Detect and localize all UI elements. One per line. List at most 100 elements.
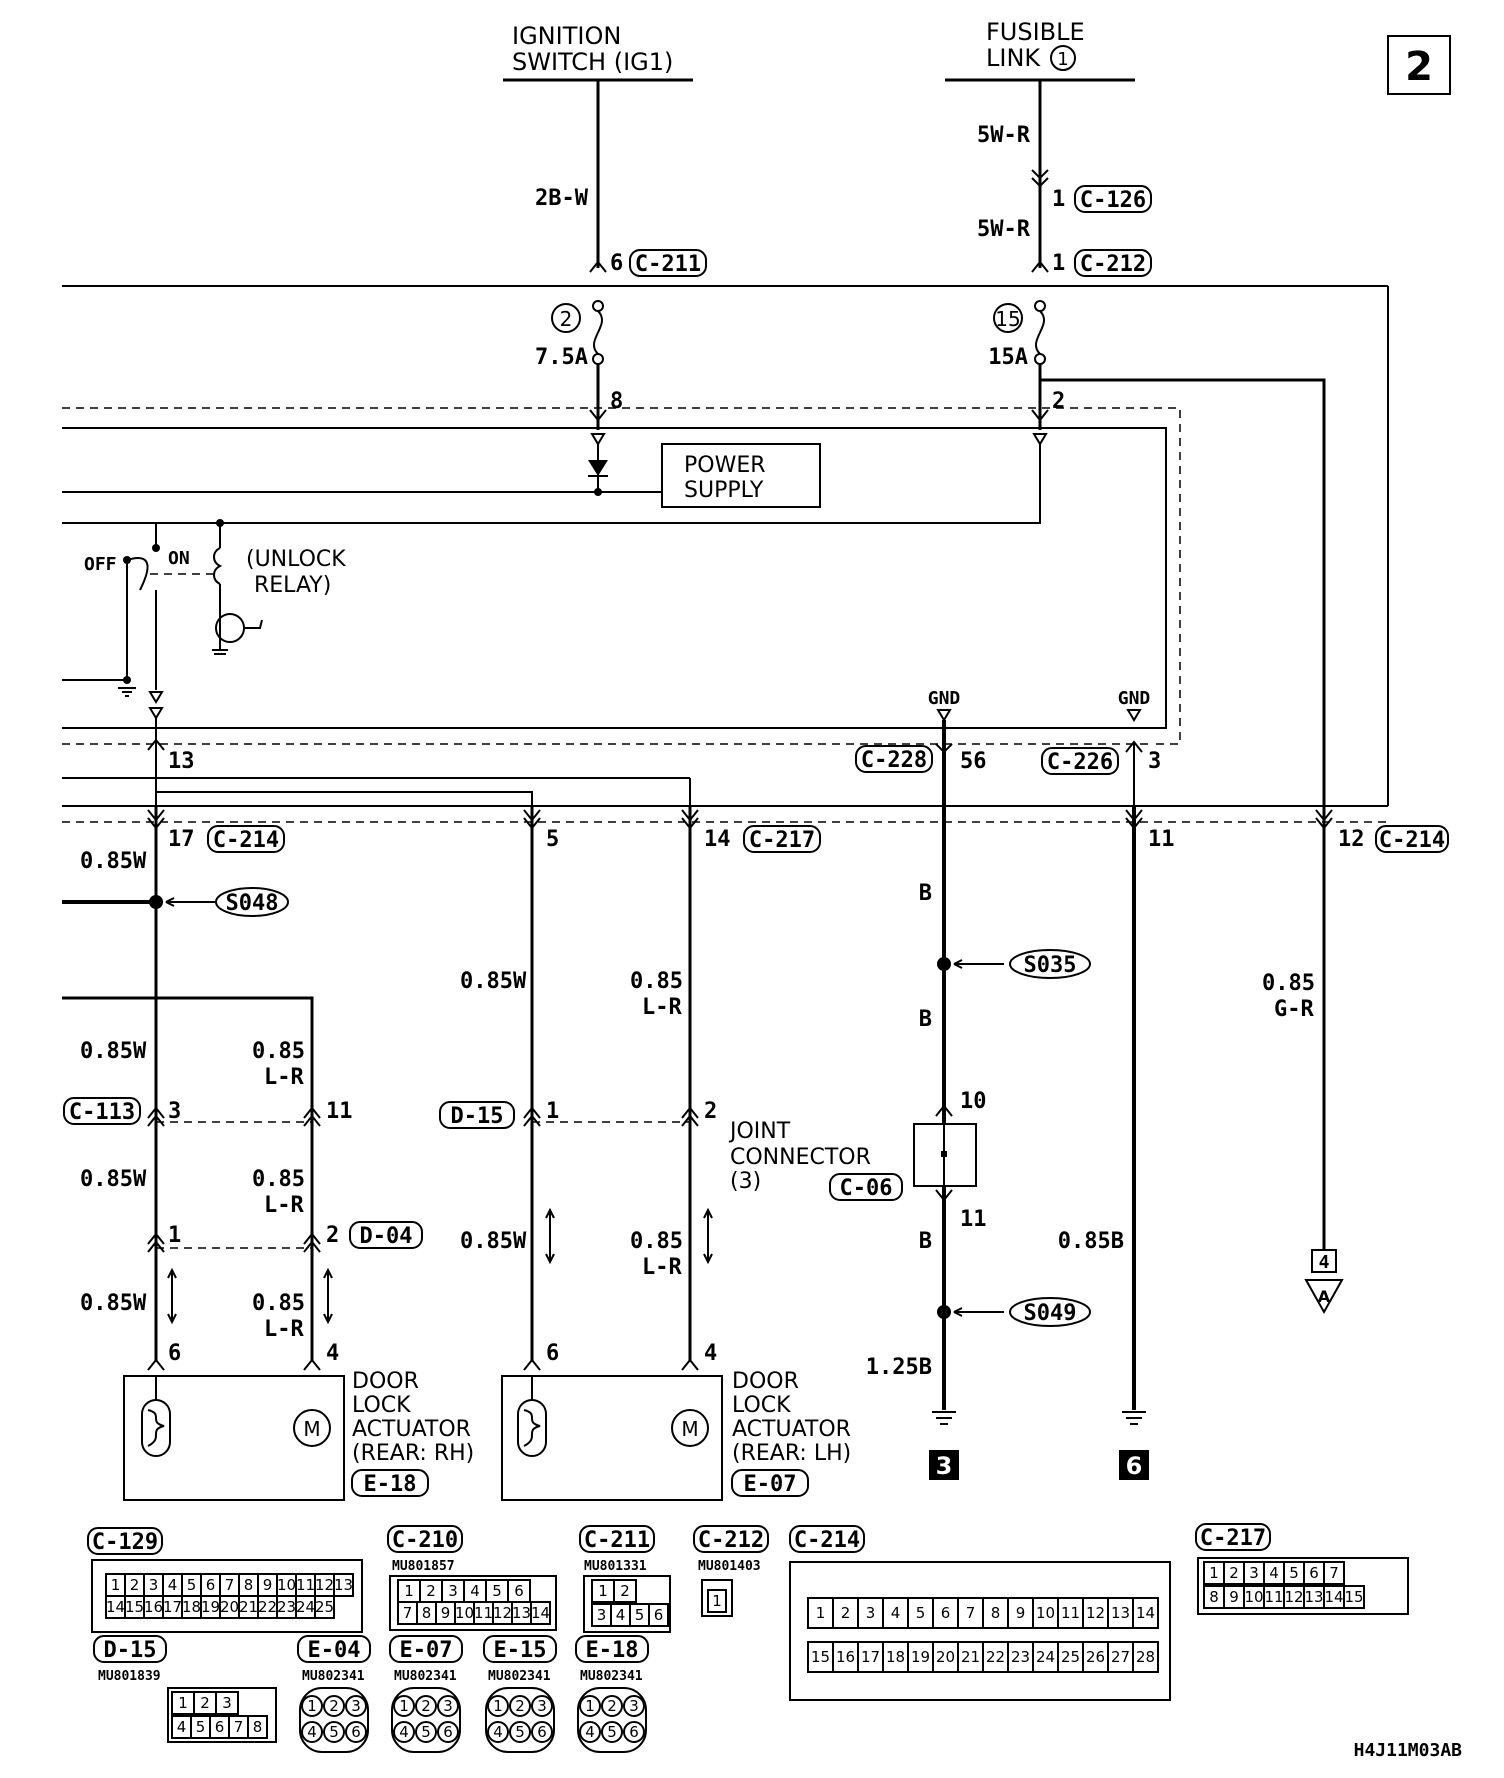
actuator-lh-label-4: (REAR: LH) — [732, 1441, 851, 1466]
c210-pin-10: 10 — [455, 1604, 474, 1622]
e07-pin-circle — [393, 1721, 415, 1743]
e04-pin-6: 6 — [351, 1723, 361, 1741]
power-supply-label-1: POWER — [684, 453, 766, 478]
c214-pin-14: 14 — [1136, 1604, 1155, 1622]
e04-pin-circle — [323, 1695, 345, 1717]
d15-pin-7: 7 — [234, 1718, 244, 1736]
ecu-inner-line — [62, 427, 1167, 729]
wire-label-b-2: B — [919, 1007, 932, 1032]
conn-c214-face-label: C-214 — [794, 1528, 860, 1553]
c214-pin-19: 19 — [911, 1648, 930, 1666]
pin-6-e07: 6 — [546, 1341, 559, 1366]
c217-pin-3: 3 — [1249, 1564, 1259, 1582]
c210-pin-4: 4 — [470, 1582, 480, 1600]
e04-pin-2: 2 — [329, 1697, 339, 1715]
c211-pin-3: 3 — [597, 1606, 607, 1624]
c129-pin-6: 6 — [206, 1576, 216, 1594]
c211-pin-cell — [613, 1579, 637, 1603]
gnd-label-2: GND — [1118, 688, 1151, 709]
conn-c214-label-2: C-214 — [1379, 828, 1445, 853]
power-supply-box — [661, 443, 821, 508]
e15-pin-circle — [531, 1721, 553, 1743]
conn-c212-face-label: C-212 — [698, 1528, 764, 1553]
e04-pin-4: 4 — [307, 1723, 317, 1741]
c217-pin-8: 8 — [1209, 1588, 1219, 1606]
conn-e07-face-label: E-07 — [400, 1638, 453, 1663]
d15-pin-1: 1 — [178, 1694, 188, 1712]
c217-pin-14: 14 — [1324, 1588, 1343, 1606]
conn-c212-label: C-212 — [1080, 252, 1146, 277]
wire-label-085w-5: 0.85W — [460, 969, 527, 994]
fuse-15-rating: 15A — [988, 345, 1028, 370]
c211-pin-5: 5 — [635, 1606, 645, 1624]
e15-pin-5: 5 — [515, 1723, 525, 1741]
c129-pin-cell — [333, 1573, 354, 1597]
c214-pin-21: 21 — [961, 1648, 980, 1666]
e04-pin-circle — [345, 1695, 367, 1717]
c129-pin-14: 14 — [106, 1598, 125, 1616]
c129-pin-3: 3 — [149, 1576, 159, 1594]
c211-pin-6: 6 — [654, 1606, 664, 1624]
e07-pin-circle — [437, 1695, 459, 1717]
conn-c226-label: C-226 — [1047, 750, 1113, 775]
conn-c129-face-label: C-129 — [92, 1530, 158, 1555]
unlock-relay-label-1: (UNLOCK — [246, 547, 346, 572]
part-e04: MU802341 — [302, 1669, 365, 1684]
c217-face — [1197, 1557, 1409, 1615]
c210-pin-13: 13 — [512, 1604, 531, 1622]
fuse-15-element — [1034, 310, 1046, 355]
e07-pin-circle — [415, 1695, 437, 1717]
c210-pin-12: 12 — [493, 1604, 512, 1622]
c211-pin-1: 1 — [598, 1582, 608, 1600]
pin-1-d15: 1 — [546, 1099, 559, 1124]
term-arrow — [590, 433, 606, 446]
motor-symbol-2: M — [681, 1417, 698, 1441]
motor-symbol: M — [303, 1417, 320, 1441]
c211-pin-4: 4 — [616, 1606, 626, 1624]
wire-label-085b: 0.85B — [1058, 1229, 1124, 1254]
d15-pin-4: 4 — [177, 1718, 187, 1736]
ground-3-label: 3 — [936, 1452, 953, 1480]
e18-pin-circle — [623, 1721, 645, 1743]
conn-c228-label: C-228 — [861, 748, 927, 773]
conn-c113-label: C-113 — [69, 1100, 135, 1125]
c210-pin-cell — [530, 1601, 551, 1625]
c214-face — [789, 1561, 1171, 1701]
pin-13: 13 — [168, 749, 195, 774]
wire-fusible-power — [62, 444, 1041, 524]
conn-c217-face-label: C-217 — [1200, 1526, 1266, 1551]
page-link-arrow-icon — [1304, 1279, 1344, 1315]
switch-off-label: OFF — [84, 554, 117, 575]
c214-pin-cell — [1132, 1641, 1159, 1673]
c129-pin-4: 4 — [168, 1576, 178, 1594]
c129-pin-1: 1 — [111, 1576, 121, 1594]
c214-pin-18: 18 — [886, 1648, 905, 1666]
pin-11-c214: 11 — [1148, 827, 1175, 852]
part-c212: MU801403 — [698, 1559, 761, 1574]
c214-pin-27: 27 — [1111, 1648, 1130, 1666]
switch-on-label: ON — [168, 548, 190, 569]
part-c211: MU801331 — [584, 1559, 647, 1574]
c212-pin-cell — [707, 1589, 727, 1613]
c214-pin-12: 12 — [1086, 1604, 1105, 1622]
c129-pin-24: 24 — [296, 1598, 315, 1616]
conn-e18-face-label: E-18 — [586, 1638, 639, 1663]
e07-pin-4: 4 — [399, 1723, 409, 1741]
c129-pin-8: 8 — [244, 1576, 254, 1594]
e18-pin-4: 4 — [585, 1723, 595, 1741]
pin-14: 14 — [704, 827, 731, 852]
c210-pin-14: 14 — [531, 1604, 550, 1622]
wire-fuse15-branch — [1040, 378, 1326, 806]
conn-e07-label: E-07 — [744, 1472, 797, 1497]
pin-12: 12 — [1338, 827, 1365, 852]
pin-11-c06: 11 — [960, 1207, 987, 1232]
c210-pin-5: 5 — [492, 1582, 502, 1600]
c214-pin-25: 25 — [1061, 1648, 1080, 1666]
part-c210: MU801857 — [392, 1559, 455, 1574]
wire-label-2bw: 2B-W — [535, 186, 589, 211]
conn-arrow — [589, 260, 607, 273]
c210-pin-8: 8 — [422, 1604, 432, 1622]
diagram-code: H4J11M03AB — [1354, 1740, 1463, 1761]
e18-face — [577, 1687, 647, 1753]
